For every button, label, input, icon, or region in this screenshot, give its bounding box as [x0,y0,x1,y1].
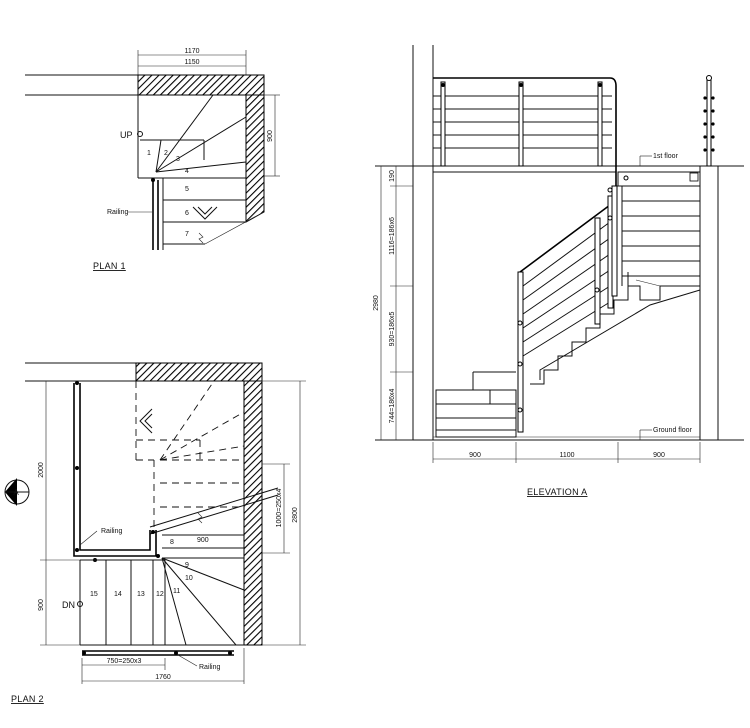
plan2-wall-right [243,380,263,646]
plan1-step-1: 1 [147,150,151,157]
elevation-dim-bottom-3: 900 [653,452,665,459]
plan2-dim-1760: 1760 [155,674,171,681]
plan1-dim-outer: 1170 [184,48,199,55]
plan-2: 2000 900 1000=250x4 2800 8 900 [4,362,306,704]
plan2-step-9: 9 [185,562,189,569]
plan2-railing-label-top: Railing [101,528,123,535]
elevation-a: 1st floor [373,45,744,497]
elevation-dim-seg1: 190 [389,170,396,182]
plan1-step-6: 6 [185,210,189,217]
plan1-railing-label: Railing [107,209,129,216]
plan1-wall-right [245,94,265,223]
plan2-step-11: 11 [173,588,180,595]
plan1-wall-top [137,74,265,96]
plan2-dim-900-left: 900 [38,599,45,611]
section-marker-label: A [13,488,19,497]
plan1-step-4: 4 [185,168,189,175]
plan2-step-8: 8 [170,539,174,546]
elevation-dim-seg3: 930=186x5 [389,311,396,346]
plan2-dim-2000: 2000 [38,462,45,478]
plan1-step-5: 5 [185,186,189,193]
plan2-direction-arrow-icon [139,408,153,434]
plan2-dim-2800: 2800 [292,507,299,523]
elevation-dim-seg4: 744=186x4 [389,388,396,423]
plan2-dim-riser: 1000=250x4 [276,489,283,528]
elevation-dim-bottom-2: 1100 [559,452,574,459]
plan2-step-13: 13 [137,591,145,598]
plan2-step-12: 12 [156,591,164,598]
section-marker-icon: A [4,478,30,506]
plan-1: 1170 1150 900 [25,48,280,271]
plan1-dim-inner: 1150 [184,59,199,66]
plan2-title: PLAN 2 [11,694,44,704]
plan1-title: PLAN 1 [93,261,126,271]
plan2-wall-top [135,362,263,382]
plan2-dn-label: DN [62,600,75,610]
plan2-step-14: 14 [114,591,122,598]
elevation-dim-bottom-1: 900 [469,452,481,459]
plan1-dim-side: 900 [267,130,274,142]
elevation-title: ELEVATION A [527,487,588,497]
plan1-step-7: 7 [185,231,189,238]
plan2-step-10: 10 [185,575,193,582]
plan1-direction-arrow-icon [192,206,218,220]
plan2-dim-750: 750=250x3 [107,658,142,665]
plan2-step-15: 15 [90,591,98,598]
elevation-ground-floor-label: Ground floor [653,427,693,434]
plan2-dim-900-step: 900 [197,537,209,544]
elevation-first-floor-label: 1st floor [653,153,679,160]
plan1-step-3: 3 [176,156,180,163]
plan1-step-2: 2 [164,150,168,157]
elevation-dim-total: 2980 [373,295,380,311]
plan1-up-label: UP [120,130,133,140]
plan2-railing-label-bottom: Railing [199,664,221,671]
elevation-dim-seg2: 1116=186x6 [389,217,396,255]
